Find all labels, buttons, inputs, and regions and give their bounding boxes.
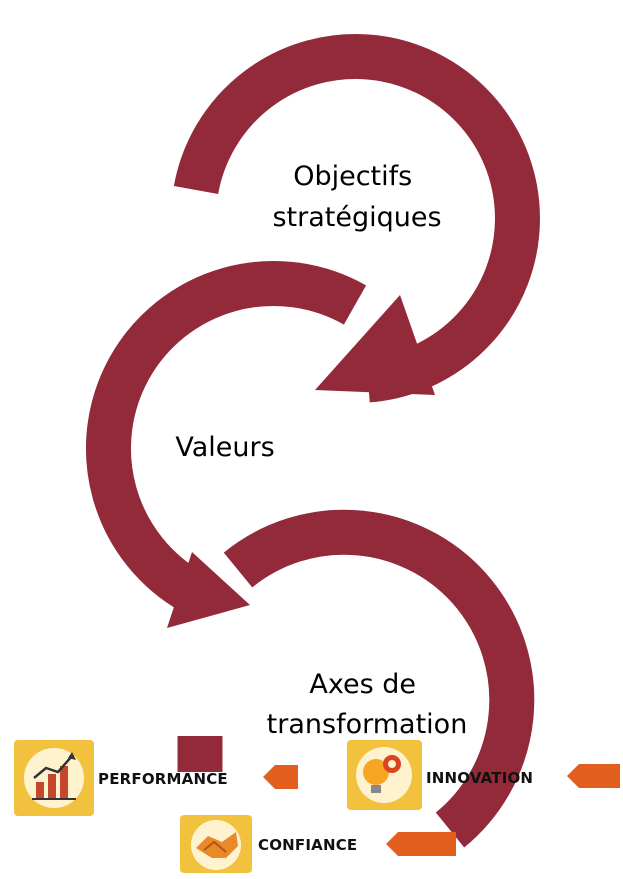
badge-performance: PERFORMANCE [14,740,298,816]
badge-pointer-innovation [567,764,620,788]
cycle-arrow-1 [173,34,540,403]
badge-innovation: INNOVATION [347,740,620,810]
lightbulb-gear-icon [356,747,412,803]
badge-pointer-performance [263,765,298,789]
badge-label-innovation: INNOVATION [426,769,533,787]
cycle-arrow-3 [177,509,535,848]
cycle-arrow-2 [86,260,367,628]
badge-label-performance: PERFORMANCE [98,770,228,788]
step-label-valeurs: Valeurs [175,432,274,463]
handshake-icon [191,820,241,870]
badge-pointer-confiance [386,832,456,856]
badge-confiance: CONFIANCE [180,815,456,873]
badge-label-confiance: CONFIANCE [258,836,357,854]
step-label-axes: Axes de transformation [267,669,468,740]
bar-chart-growth-icon [24,748,84,808]
step-label-objectifs: Objectifs stratégiques [272,161,441,233]
